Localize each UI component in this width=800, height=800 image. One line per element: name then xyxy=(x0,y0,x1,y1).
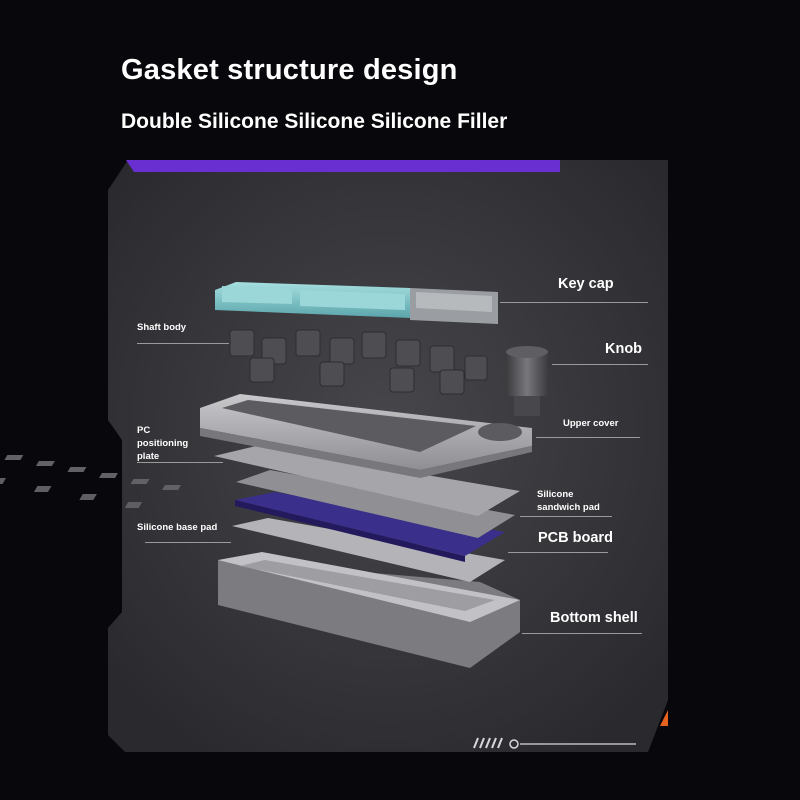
leader-upper-cover xyxy=(536,437,640,438)
footer-decoration xyxy=(473,737,636,749)
label-pc-plate-line2: positioning xyxy=(137,438,189,449)
label-silicone-sandwich-line2: sandwich pad xyxy=(537,502,600,513)
knob-part xyxy=(506,346,548,416)
label-knob: Knob xyxy=(605,341,643,357)
page-title: Gasket structure design xyxy=(121,54,458,86)
leader-key-cap xyxy=(500,302,648,303)
pcb-board-part xyxy=(235,492,505,562)
label-silicone-base: Silicone base pad xyxy=(137,522,218,533)
label-pc-plate-line1: PC xyxy=(137,425,151,436)
label-silicone-sandwich-line1: Silicone xyxy=(537,489,574,500)
pc-positioning-plate-part xyxy=(4,446,520,516)
bottom-shell-part xyxy=(218,552,520,668)
label-pc-plate-line3: plate xyxy=(137,451,160,462)
leader-shaft-body xyxy=(137,343,229,344)
label-pcb-board: PCB board xyxy=(538,530,613,546)
silicone-sandwich-pad-part xyxy=(0,470,515,538)
leader-bottom-shell xyxy=(522,633,642,634)
leader-silicone-base xyxy=(145,542,231,543)
label-bottom-shell: Bottom shell xyxy=(550,610,638,626)
leader-pc-plate xyxy=(137,462,223,463)
leader-silicone-sandwich xyxy=(520,516,612,517)
accent-bar xyxy=(126,160,560,172)
label-upper-cover: Upper cover xyxy=(563,418,619,429)
leader-pcb-board xyxy=(508,552,608,553)
upper-cover-part xyxy=(200,394,532,478)
silicone-base-pad-part xyxy=(232,518,505,582)
leader-knob xyxy=(552,364,648,365)
keycaps-part xyxy=(215,282,498,324)
page-subtitle: Double Silicone Silicone Silicone Filler xyxy=(121,110,508,133)
corner-accent xyxy=(660,710,668,726)
label-shaft-body: Shaft body xyxy=(137,322,187,333)
label-key-cap: Key cap xyxy=(558,276,614,292)
switches-part xyxy=(229,329,488,395)
